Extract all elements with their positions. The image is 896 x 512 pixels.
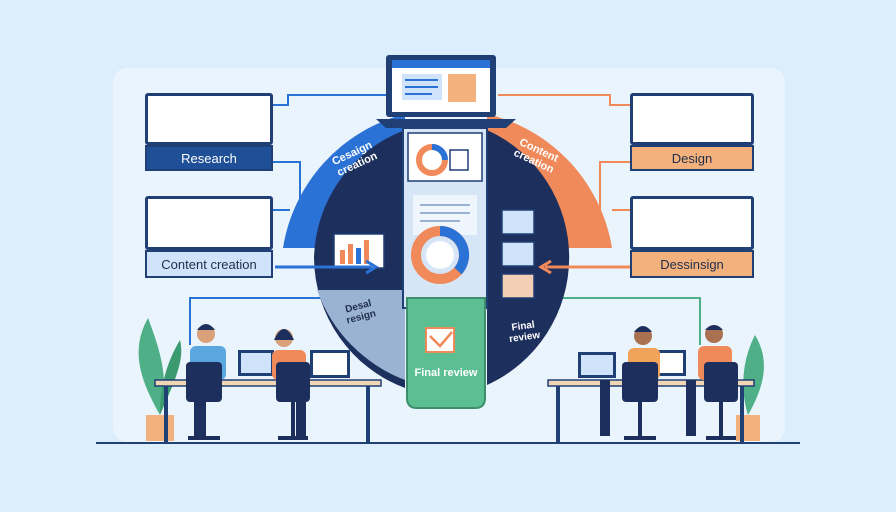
segment-orange <box>487 114 612 248</box>
checkbox-icon <box>425 327 455 353</box>
segment-grey <box>317 290 405 380</box>
document-card <box>501 209 535 235</box>
desk-left <box>154 379 382 442</box>
laptop-base <box>376 119 516 128</box>
connector-lines <box>189 94 701 345</box>
design-label: Design <box>630 145 754 171</box>
final-review-text: Final review <box>414 367 478 379</box>
design-alt-label: Dessinsign <box>630 250 754 278</box>
research-label: Research <box>145 145 273 171</box>
content-creation-label: Content creation <box>145 250 273 278</box>
content-creation-card <box>145 196 273 250</box>
research-card <box>145 93 273 145</box>
office-chair <box>186 362 738 440</box>
design-alt-card <box>630 196 754 250</box>
design-card <box>630 93 754 145</box>
